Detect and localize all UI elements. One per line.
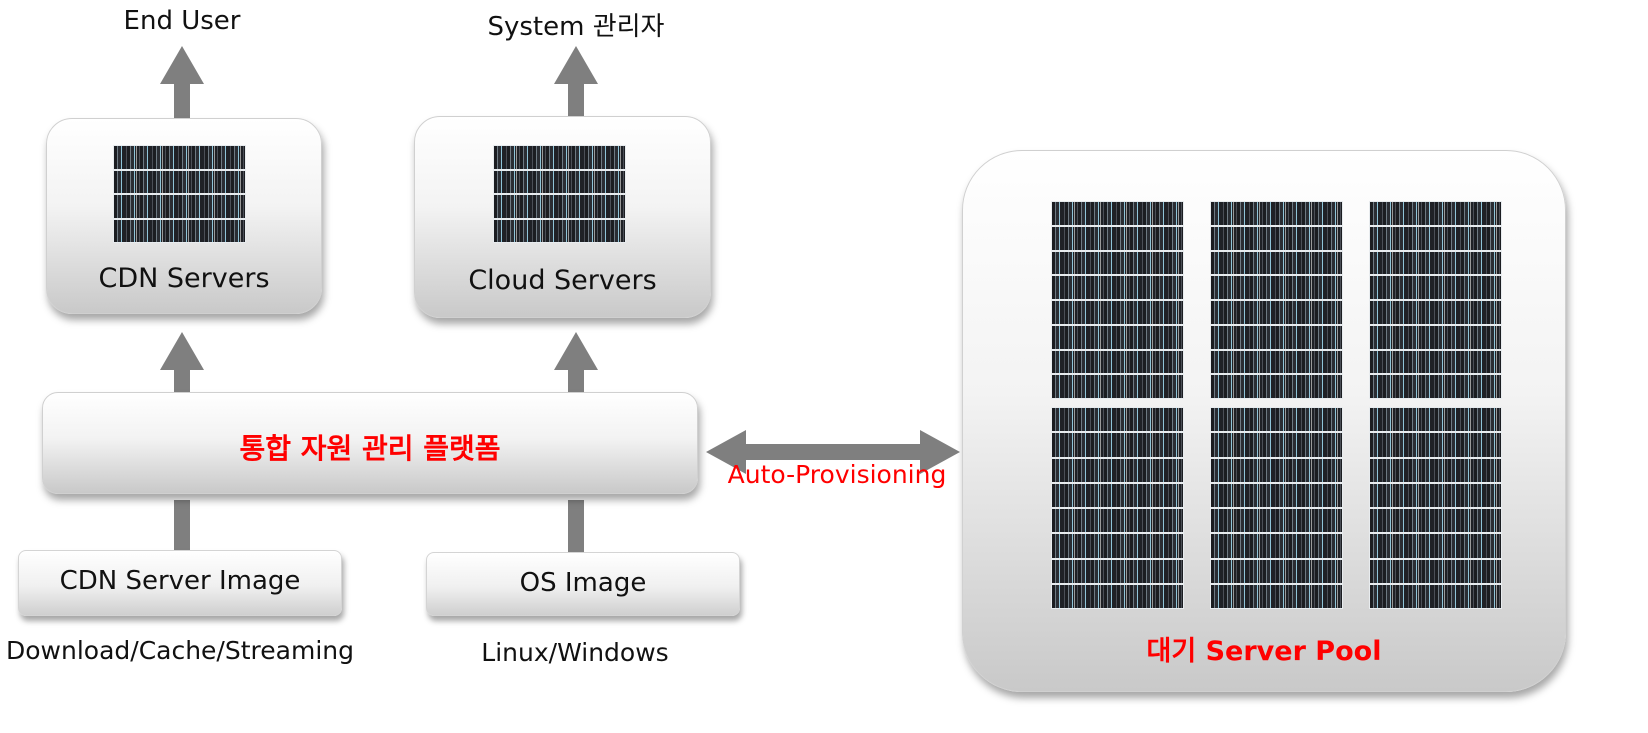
server-rack-icon [1210, 407, 1343, 609]
cloud-servers-box: Cloud Servers [414, 116, 711, 318]
server-rack-icon [113, 145, 246, 243]
server-rack-icon [1210, 201, 1343, 399]
os-image-box: OS Image [426, 552, 740, 616]
platform-box: 통합 자원 관리 플랫폼 [42, 392, 698, 494]
server-rack-icon [1051, 201, 1184, 399]
cdn-servers-box: CDN Servers [46, 118, 322, 314]
line-os-image-to-platform [568, 500, 584, 552]
os-image-label: OS Image [519, 568, 647, 598]
server-rack-icon [1051, 407, 1184, 609]
arrow-cdn-to-enduser [160, 46, 204, 118]
cdn-server-image-box: CDN Server Image [18, 550, 342, 616]
cdn-server-image-label: CDN Server Image [59, 566, 301, 596]
line-cdn-image-to-platform [174, 500, 190, 552]
server-pool-box: 대기 Server Pool [962, 150, 1566, 692]
server-rack-icon [1369, 201, 1502, 399]
server-rack-icon [493, 145, 626, 243]
arrow-platform-to-cdn [160, 332, 204, 408]
arrow-platform-to-cloud [554, 332, 598, 408]
server-pool-label: 대기 Server Pool [1146, 636, 1382, 667]
server-rack-icon [1369, 407, 1502, 609]
auto-provisioning-label: Auto-Provisioning [727, 460, 947, 489]
os-image-caption: Linux/Windows [481, 638, 669, 667]
cdn-servers-label: CDN Servers [98, 263, 270, 294]
arrow-auto-provisioning [706, 430, 960, 474]
arrow-cloud-to-admin [554, 46, 598, 118]
cdn-image-caption: Download/Cache/Streaming [6, 636, 354, 665]
cloud-servers-label: Cloud Servers [468, 265, 657, 296]
system-admin-label: System 관리자 [487, 12, 665, 42]
end-user-label: End User [123, 6, 241, 36]
platform-label: 통합 자원 관리 플랫폼 [239, 432, 501, 465]
